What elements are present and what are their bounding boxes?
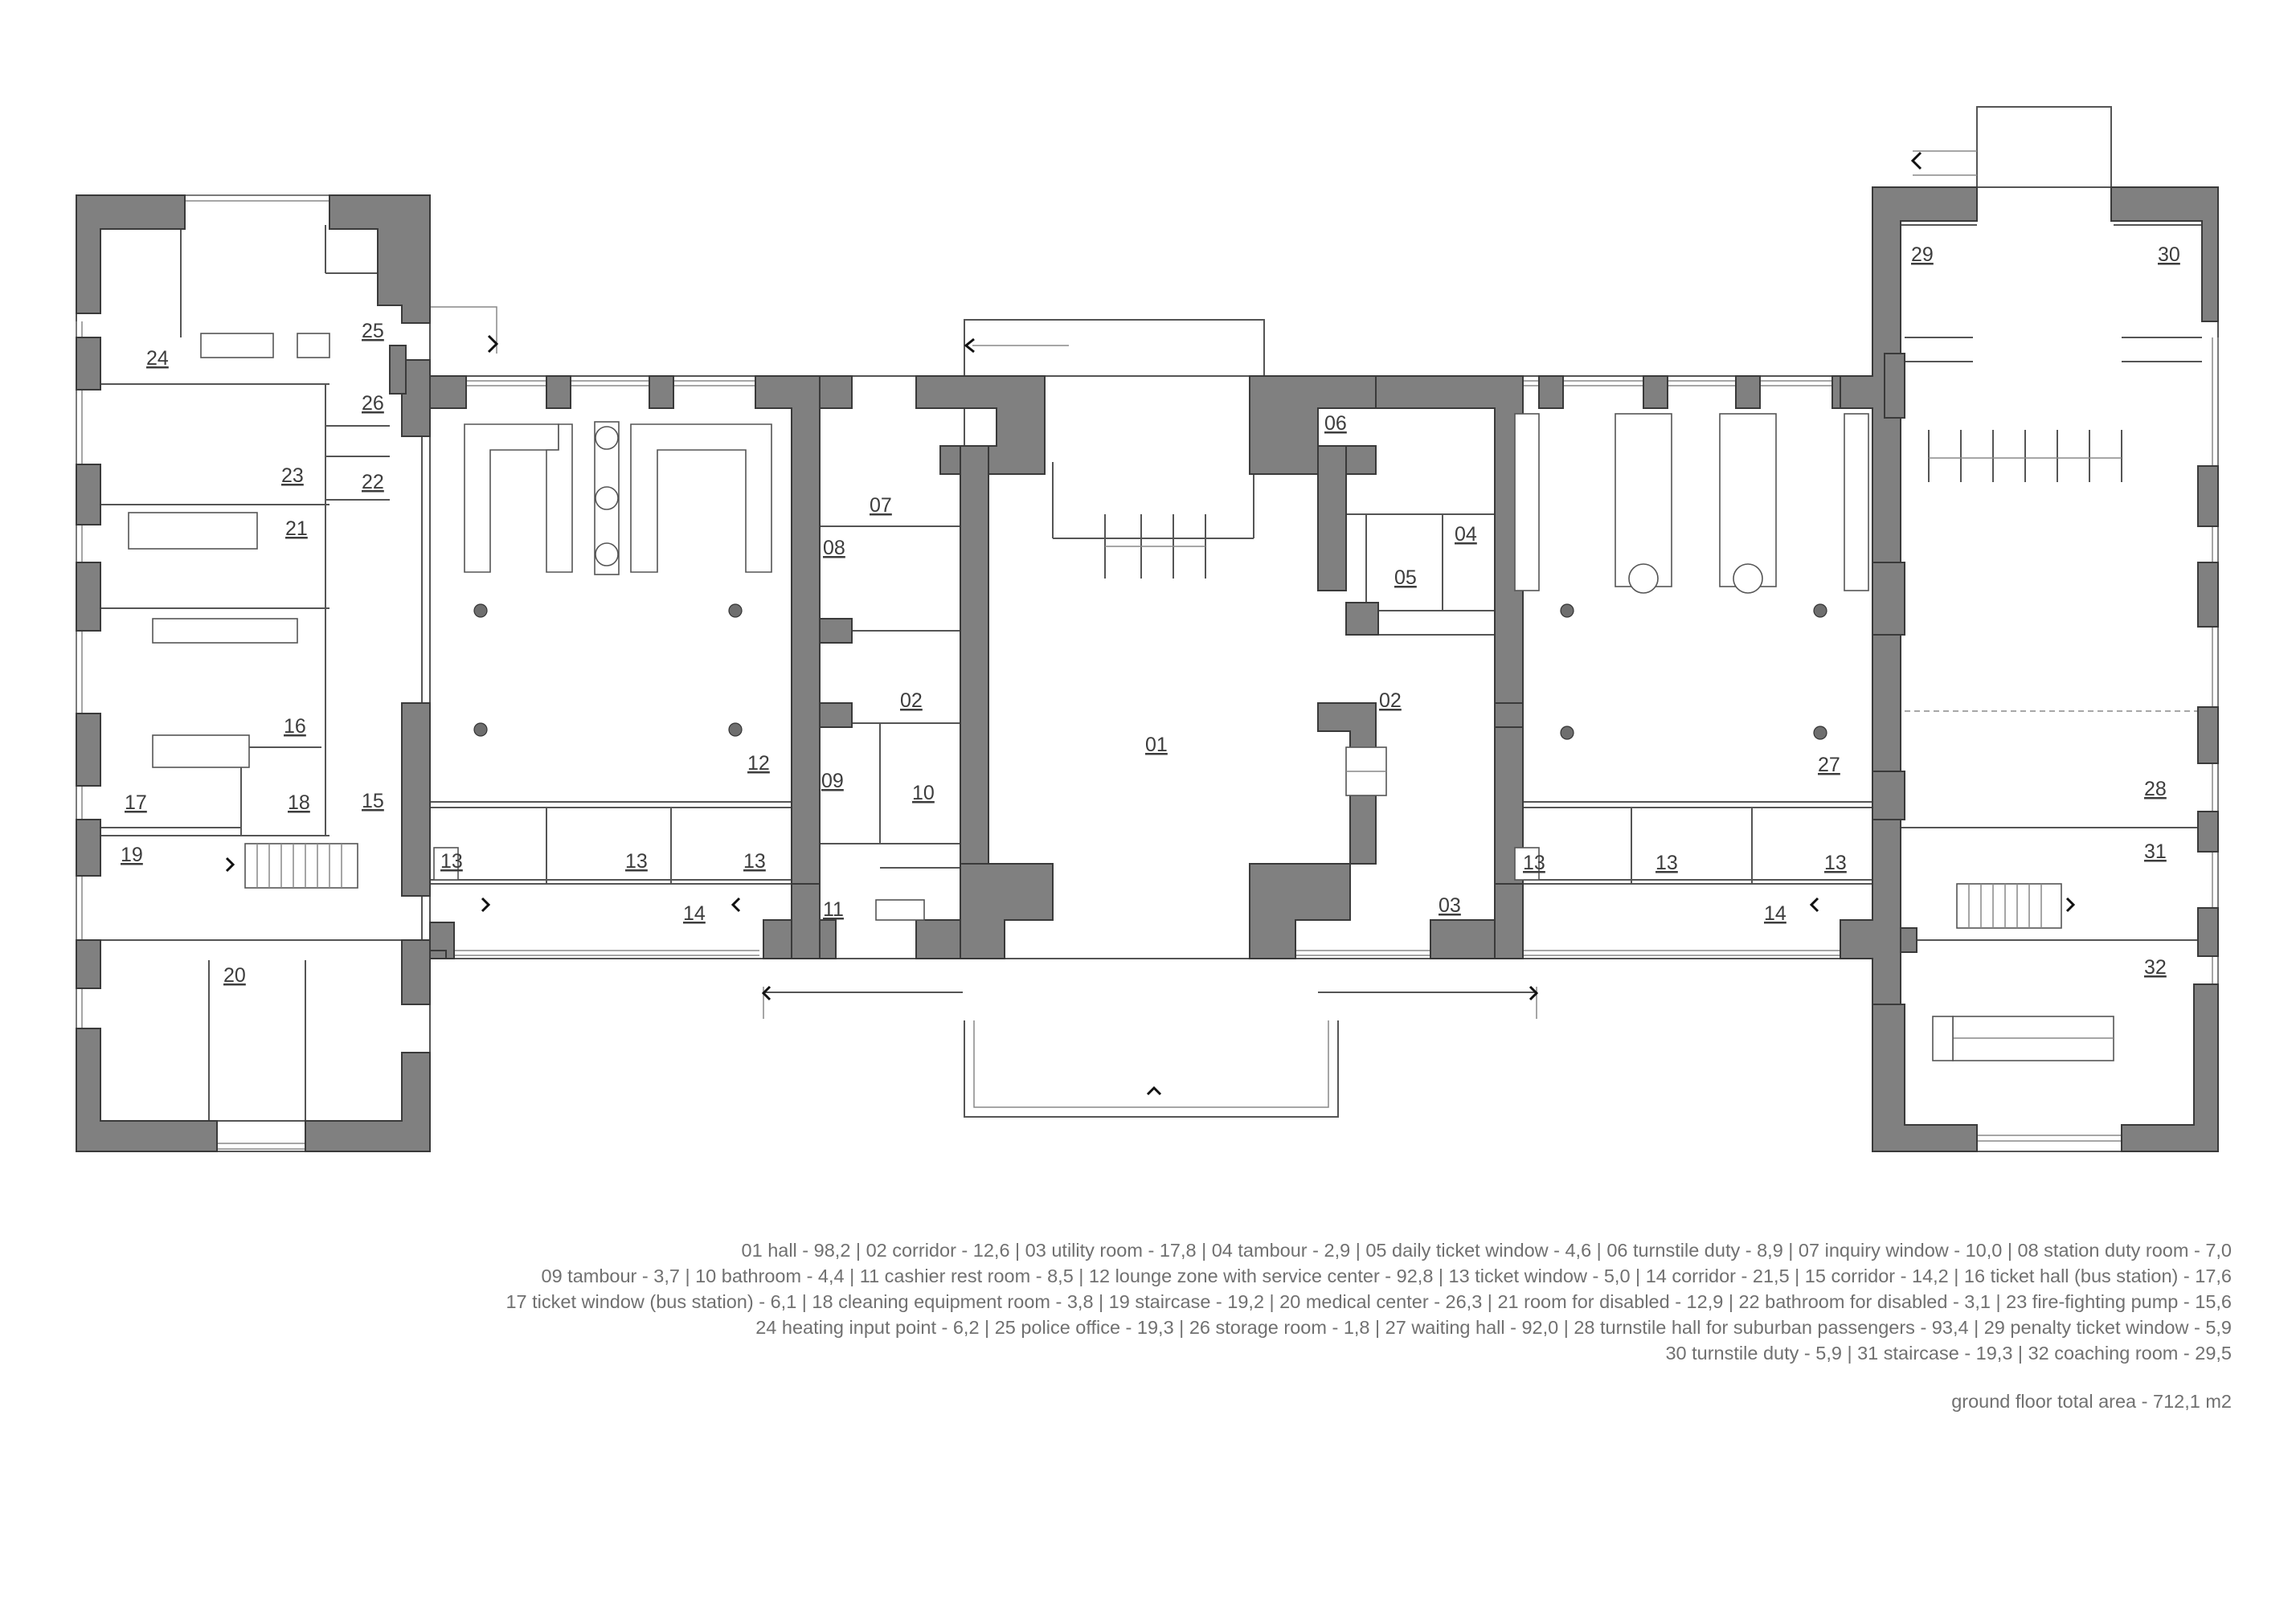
room-label: 02 (900, 689, 923, 712)
room-label: 24 (146, 347, 169, 370)
room-label: 11 (823, 898, 844, 921)
room-label: 22 (362, 471, 384, 493)
room-label: 32 (2144, 956, 2167, 979)
room-label: 17 (125, 791, 147, 814)
room-label: 26 (362, 392, 384, 415)
room-label: 13 (1655, 852, 1678, 874)
furniture (128, 333, 2122, 1061)
room-label: 14 (683, 902, 706, 925)
room-label: 30 (2158, 243, 2180, 266)
room-label: 21 (285, 517, 308, 540)
room-label: 07 (870, 494, 892, 517)
room-labels: 01 02 02 03 04 05 06 07 08 09 10 11 12 1… (121, 243, 2180, 987)
room-label: 18 (288, 791, 310, 814)
room-label: 13 (743, 850, 766, 873)
legend-line: 17 ticket window (bus station) - 6,1 | 1… (505, 1291, 2232, 1312)
columns (473, 603, 1827, 740)
room-label: 23 (281, 464, 304, 487)
room-label: 29 (1911, 243, 1934, 266)
room-label: 16 (284, 715, 306, 738)
room-label: 31 (2144, 840, 2167, 863)
room-label: 12 (747, 752, 770, 775)
legend-line: 09 tambour - 3,7 | 10 bathroom - 4,4 | 1… (541, 1266, 2233, 1286)
legend-line: 24 heating input point - 6,2 | 25 police… (755, 1317, 2232, 1338)
legend-line: 01 hall - 98,2 | 02 corridor - 12,6 | 03… (741, 1240, 2232, 1261)
legend-line: 30 turnstile duty - 5,9 | 31 staircase -… (1665, 1343, 2232, 1364)
room-label: 19 (121, 844, 143, 866)
room-label: 13 (1824, 852, 1847, 874)
walls (76, 186, 2219, 1152)
room-label: 02 (1379, 689, 1402, 712)
room-label: 13 (1523, 852, 1545, 874)
room-label: 08 (823, 537, 845, 559)
room-label: 01 (1145, 734, 1168, 756)
room-label: 05 (1394, 566, 1417, 589)
room-label: 04 (1455, 523, 1477, 546)
room-label: 09 (821, 770, 844, 792)
room-label: 25 (362, 320, 384, 342)
room-label: 13 (625, 850, 648, 873)
room-label: 15 (362, 790, 384, 812)
total-area: ground floor total area - 712,1 m2 (1951, 1391, 2232, 1412)
entrance-arrows (225, 151, 2076, 1096)
area-legend: 01 hall - 98,2 | 02 corridor - 12,6 | 03… (303, 1237, 2232, 1414)
room-label: 27 (1818, 754, 1840, 776)
room-label: 28 (2144, 778, 2167, 800)
room-label: 14 (1764, 902, 1786, 925)
room-label: 20 (223, 964, 246, 987)
room-label: 13 (440, 850, 463, 873)
room-label: 06 (1324, 412, 1347, 435)
room-label: 10 (912, 782, 935, 804)
room-label: 03 (1439, 894, 1461, 917)
